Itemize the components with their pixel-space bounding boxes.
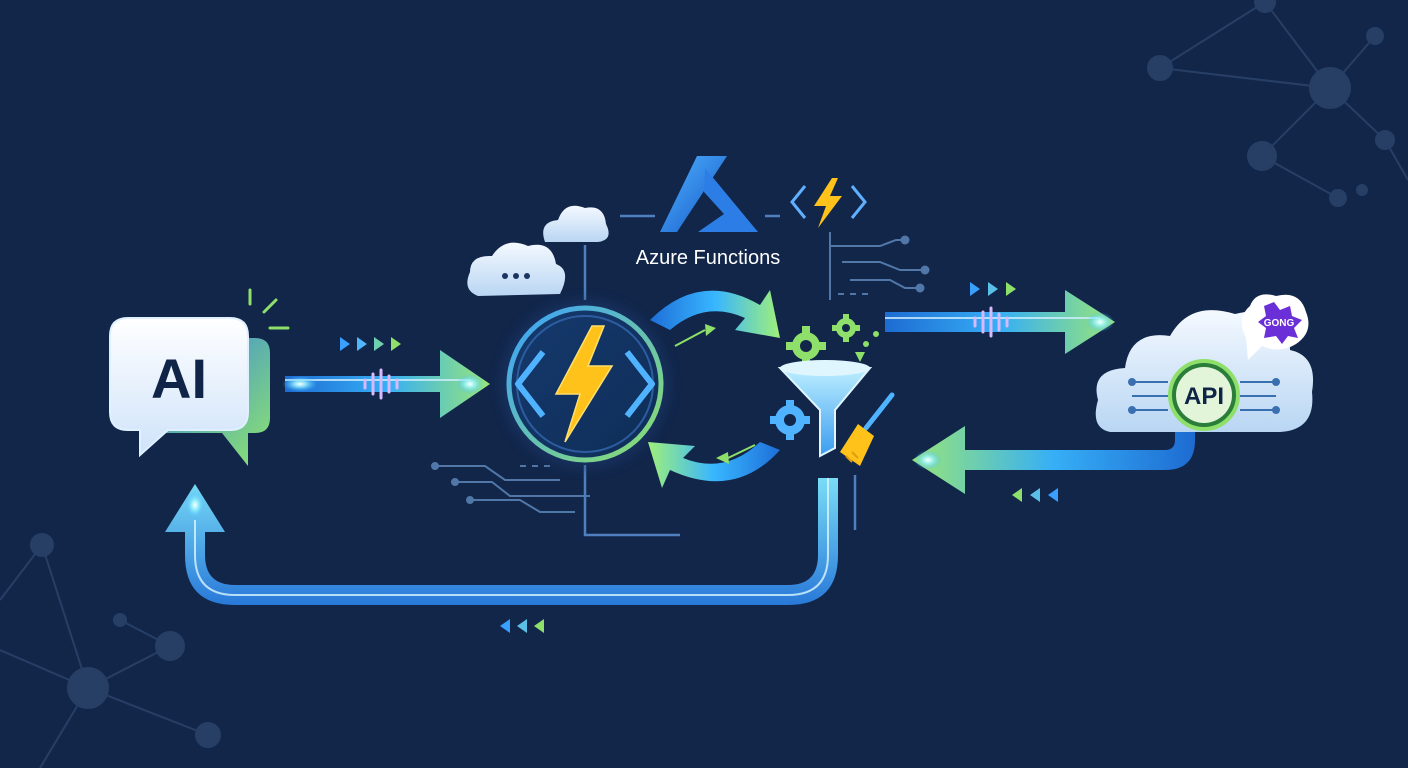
arrow-ai-to-function	[282, 337, 490, 418]
circuit-traces-right	[829, 232, 930, 300]
azure-logo-icon	[660, 156, 758, 232]
gong-badge: GONG	[1241, 294, 1309, 360]
arrow-filter-to-ai	[165, 478, 838, 633]
arrow-chevrons	[340, 337, 401, 351]
network-decoration-bottom-left	[0, 533, 221, 768]
arrow-chevrons-4	[500, 619, 544, 633]
cloud-chat	[467, 242, 566, 296]
network-decoration-top-right	[1147, 0, 1408, 207]
code-bolt-icon	[790, 178, 867, 228]
cloud-small	[543, 205, 609, 242]
circuit-traces-left	[431, 462, 590, 513]
ai-chat-node: AI	[109, 288, 290, 466]
gear-icon-3	[770, 400, 810, 440]
api-label: API	[1184, 383, 1224, 410]
azure-function-node	[501, 300, 669, 468]
funnel-gears-brush-icon	[770, 314, 895, 466]
arrow-chevrons-2	[970, 282, 1016, 296]
arrow-chevrons-3	[1012, 488, 1058, 502]
arrow-api-to-filter	[912, 420, 1195, 502]
gear-icon-2	[832, 314, 860, 342]
connector-lines	[583, 214, 857, 537]
gong-label: GONG	[1264, 318, 1295, 329]
azure-functions-title: Azure Functions	[636, 247, 781, 269]
sparkle-lines	[248, 288, 290, 330]
brush-icon	[840, 392, 895, 466]
arrow-filter-to-api	[885, 282, 1115, 354]
signal-wave-2	[973, 306, 1009, 338]
signal-wave	[363, 368, 399, 400]
gear-icon	[786, 326, 826, 366]
cycle-arrows	[648, 290, 780, 488]
ai-label: AI	[151, 347, 207, 410]
